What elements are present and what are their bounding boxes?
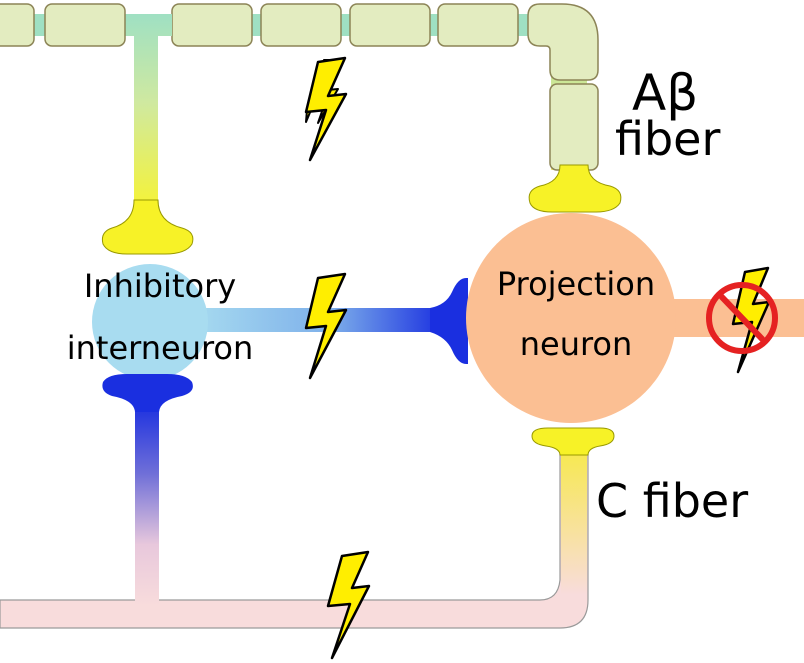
projection-cell-body [466,213,676,423]
lightning-bolt-icon [304,272,348,380]
abeta-label: Aβ [632,64,698,122]
c-fiber-label: C fiber [596,474,748,528]
myelin-sheath [0,3,599,171]
c-fiber-axon [0,439,589,629]
abeta-terminal-projection [528,164,622,213]
lightning-bolt-icon [326,550,371,660]
abeta-fiber-label: fiber [615,112,720,166]
abeta-collateral [126,14,172,210]
abeta-fiber [0,3,622,255]
inhibitory-terminal [430,278,468,364]
c-fiber-inhibitory-synapse [102,374,193,412]
lightning-bolt-icon [304,56,348,162]
projection-label: Projection [497,265,655,303]
no-signal-icon [706,266,778,374]
c-fiber-collateral [135,402,159,606]
interneuron-cell-body [92,264,208,380]
neuron-label: neuron [520,325,633,363]
abeta-terminal-interneuron [101,199,194,255]
projection-neuron [466,213,804,423]
c-fiber [0,374,615,629]
interneuron-label: interneuron [67,329,254,367]
c-fiber-terminal [531,427,615,456]
inhibitory-label: Inhibitory [84,267,236,305]
